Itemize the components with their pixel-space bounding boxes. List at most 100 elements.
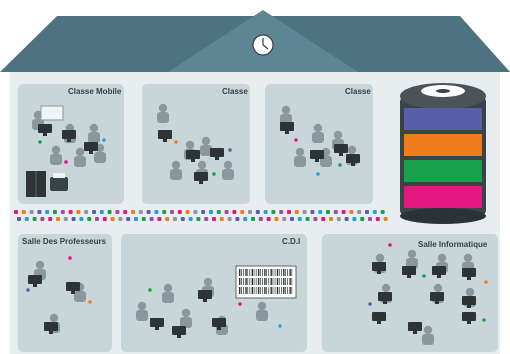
corridor-device-icon [333,210,338,214]
corridor-device-icon [294,210,299,214]
room-classe-2 [265,84,373,204]
corridor-device-icon [71,217,76,221]
corridor-device-icon [357,210,362,214]
computer-icon [378,292,392,304]
device-icon [88,300,92,304]
device-icon [148,288,152,292]
corridor-device-icon [24,217,29,221]
corridor-device-icon [235,217,240,221]
corridor-device-icon [263,210,268,214]
corridor-device-icon [380,210,385,214]
corridor-device-icon [123,210,128,214]
barcode-icon [235,265,297,299]
corridor-device-icon [258,217,263,221]
corridor-device-icon [201,210,206,214]
corridor-device-icon [63,217,68,221]
room-salle-info [322,234,498,352]
corridor-device-icon [352,217,357,221]
corridor-device-icon [368,217,372,221]
corridor-device-icon [224,210,229,214]
corridor-device-icon [102,217,107,221]
corridor-device-icon [313,217,318,221]
corridor-device-icon [232,210,237,214]
corridor-device-icon [180,217,185,221]
device-icon [238,302,242,306]
corridor-device-icon [383,217,388,221]
device-icon [484,280,488,284]
corridor-device-icon [287,210,291,214]
corridor-device-icon [196,217,201,221]
corridor-device-icon [79,217,84,221]
corridor-device-icon [177,210,182,214]
corridor-device-icon [76,210,81,214]
corridor-device-icon [209,210,213,214]
computer-icon [310,150,324,162]
room-salle-profs [18,234,112,352]
corridor-device-icon [271,210,276,214]
computer-icon [408,322,422,334]
computer-icon [334,144,348,156]
corridor-device-icon [297,217,302,221]
person-icon [74,147,86,167]
clock-icon [252,34,274,56]
corridor-device-icon [134,217,138,221]
corridor-device-icon [149,217,154,221]
person-icon [50,145,62,165]
computer-icon [462,268,476,280]
corridor-device-icon [99,210,104,214]
device-icon [338,163,342,167]
corridor-device-icon [282,217,287,221]
corridor-device-icon [274,217,279,221]
corridor-device-icon [251,217,255,221]
corridor-device-icon [118,217,123,221]
corridor-device-icon [365,210,369,214]
corridor-device-icon [185,210,190,214]
label-salle-info: Salle Informatique [418,240,488,249]
corridor-device-icon [37,210,42,214]
corridor-device-icon [84,210,89,214]
corridor-device-icon [32,217,37,221]
corridor-device-icon [92,210,96,214]
computer-icon [38,124,52,136]
device-icon [26,288,30,292]
corridor-device-icon [131,210,135,214]
corridor-device-icon [29,210,34,214]
computer-icon [84,142,98,154]
computer-icon [172,326,186,338]
corridor-device-icon [17,217,21,221]
corridor-device-icon [248,210,252,214]
computer-icon [346,154,360,166]
corridor-device-icon [154,210,159,214]
computer-icon [186,150,200,162]
person-icon [162,283,174,303]
corridor-device-icon [255,210,260,214]
person-icon [170,160,182,180]
corridor-device-icon [48,217,53,221]
device-icon [278,324,282,328]
corridor-device-icon [326,210,330,214]
label-cdi: C.D.I [282,237,301,246]
corridor-device-icon [290,217,294,221]
corridor-device-icon [372,210,377,214]
corridor-device-icon [336,217,341,221]
corridor-device-icon [305,217,310,221]
device-icon [228,148,232,152]
corridor-device-icon [240,210,245,214]
corridor-device-icon [95,217,99,221]
corridor-device-icon [141,217,146,221]
device-icon [38,140,42,144]
corridor-device-icon [40,217,45,221]
corridor-device-icon [219,217,224,221]
corridor-device-icon [157,217,162,221]
person-icon [256,301,268,321]
corridor-device-icon [375,217,380,221]
label-salle-profs: Salle Des Professeurs [22,237,107,246]
corridor-device-icon [243,217,248,221]
computer-icon [280,122,294,134]
device-icon [102,138,106,142]
person-icon [312,123,324,143]
device-icon [316,172,320,176]
corridor-device-icon [110,217,115,221]
